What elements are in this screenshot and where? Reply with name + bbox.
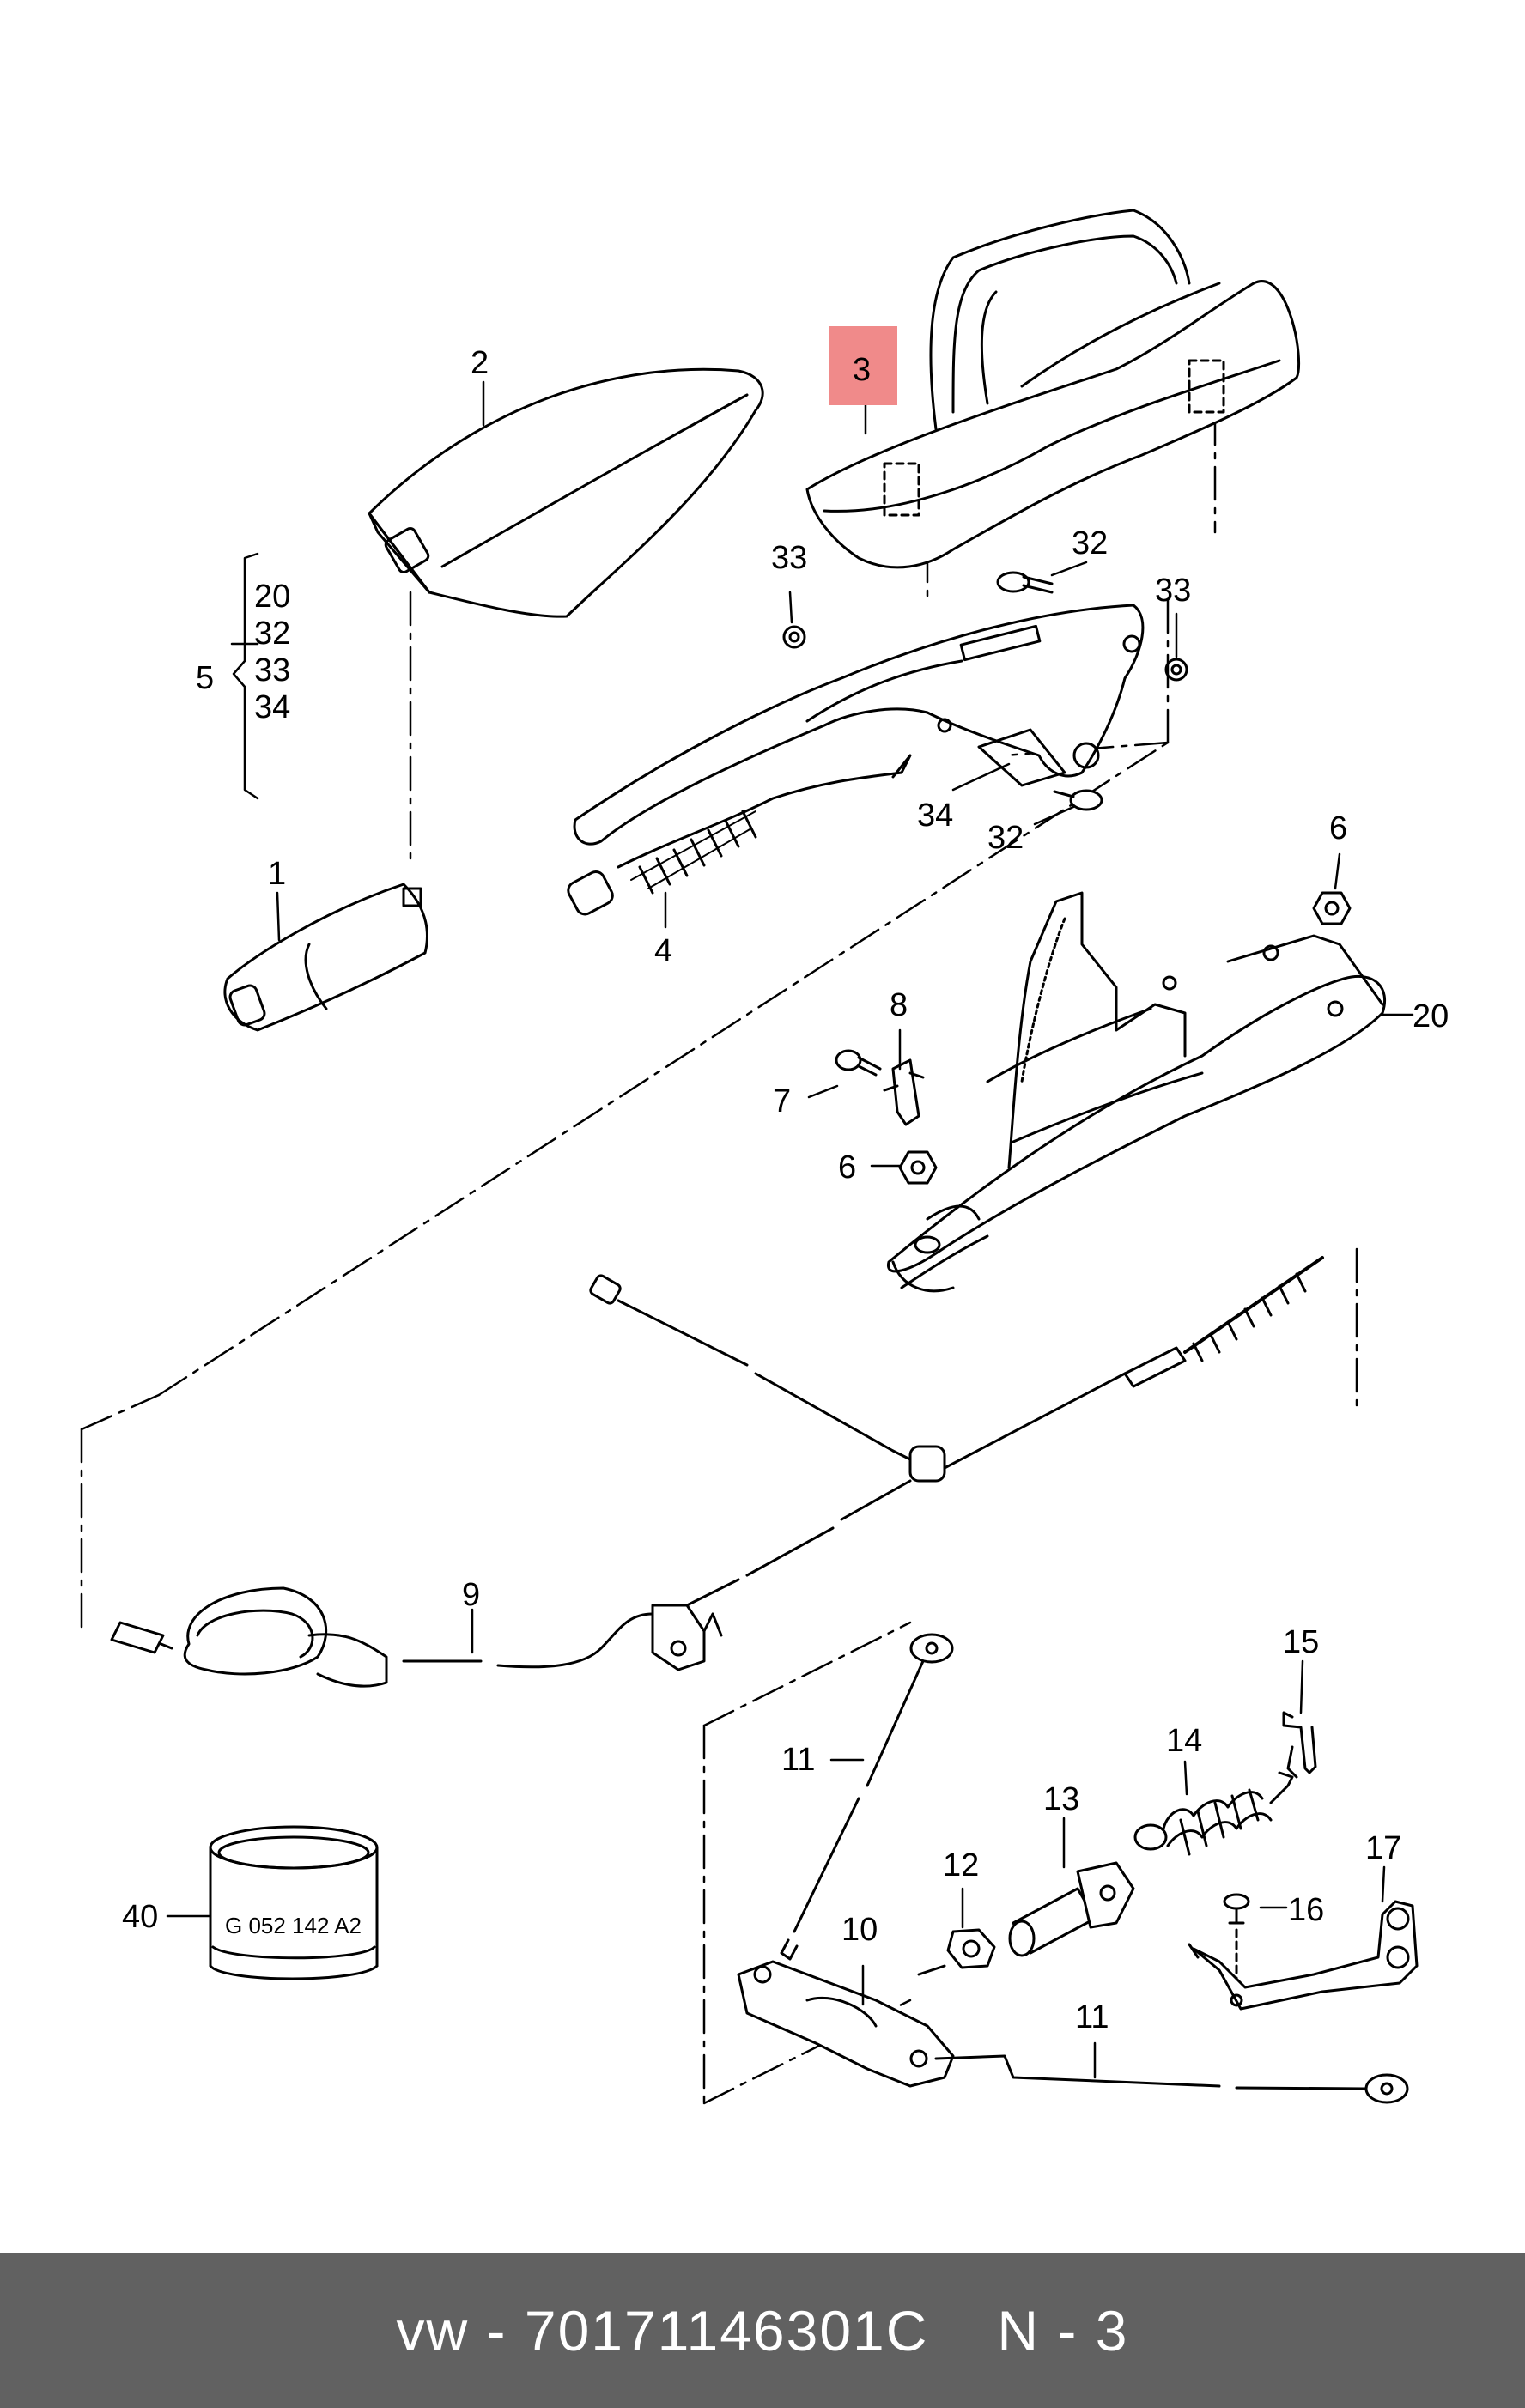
footer-bar: vw - 70171146301C N - 3 — [0, 2253, 1525, 2408]
part-13-adjuster — [1008, 1861, 1135, 1957]
group-5-item-1: 20 — [254, 579, 290, 615]
handbrake-lever — [573, 604, 1145, 846]
callout-6-lower: 6 — [838, 1149, 856, 1186]
group-5-item-3: 33 — [254, 652, 290, 688]
callout-3-highlight — [829, 326, 897, 405]
part-32-bolt-lower — [1053, 789, 1103, 811]
callout-11-lower: 11 — [1075, 1999, 1109, 2035]
group-5-brace — [232, 552, 259, 800]
callout-15: 15 — [1283, 1624, 1319, 1660]
callout-32-lower: 32 — [987, 820, 1024, 856]
callout-10: 10 — [841, 1912, 878, 1948]
part-20-base-bracket — [887, 891, 1387, 1293]
part-9-cable — [110, 1256, 1324, 1688]
callout-12: 12 — [943, 1847, 979, 1883]
callout-1: 1 — [268, 856, 286, 892]
part-4-release-rod — [567, 754, 912, 916]
footer-position: N - 3 — [997, 2299, 1129, 2363]
part-7-bolt — [835, 1049, 882, 1077]
callout-8: 8 — [890, 987, 908, 1023]
part-6-nut-upper — [1312, 891, 1352, 925]
part-33-clip-right — [1164, 658, 1188, 682]
callout-labels: 1 2 3 4 5 6 6 7 8 9 10 11 11 12 13 14 15… — [122, 345, 1449, 2035]
part-16-rivet — [1223, 1893, 1250, 2002]
part-17-bracket — [1188, 1900, 1419, 2011]
part-2-lever-cover — [368, 367, 764, 618]
part-40-sleeve — [209, 1825, 379, 1980]
part-40-marking: G 052 142 A2 — [225, 1913, 362, 1938]
callout-5: 5 — [196, 660, 214, 696]
callout-2: 2 — [471, 345, 489, 381]
part-6-nut-lower — [898, 1150, 938, 1185]
callout-4: 4 — [654, 933, 672, 969]
callout-40: 40 — [122, 1899, 158, 1935]
callout-33-right: 33 — [1155, 573, 1191, 609]
part-15-clip — [1282, 1711, 1317, 1779]
callout-33-left: 33 — [771, 540, 807, 576]
part-33-clip-left — [782, 625, 806, 649]
callout-16: 16 — [1288, 1892, 1324, 1928]
part-3-console-cover — [805, 209, 1300, 569]
part-14-spring — [1133, 1771, 1294, 1856]
callout-9: 9 — [462, 1577, 480, 1613]
callout-11-upper: 11 — [781, 1742, 815, 1778]
part-1-grip-handle — [223, 883, 428, 1032]
group-5-item-2: 32 — [254, 616, 290, 652]
callout-20: 20 — [1413, 998, 1449, 1034]
part-12-nut — [917, 1928, 996, 1976]
part-32-bolt-upper — [996, 571, 1054, 594]
callout-14: 14 — [1166, 1723, 1202, 1759]
part-10-lever-plate — [737, 1960, 955, 2088]
callout-17: 17 — [1365, 1830, 1401, 1866]
group-5-item-4: 34 — [254, 689, 290, 725]
part-11-rod-upper — [780, 1633, 954, 1961]
footer-part-number: vw - 70171146301C — [396, 2299, 929, 2363]
part-11-rod-lower — [934, 2054, 1409, 2104]
parts-diagram: 1 2 3 4 5 6 6 7 8 9 10 11 11 12 13 14 15… — [80, 209, 1449, 2105]
callout-6-upper: 6 — [1329, 810, 1347, 846]
callout-3: 3 — [853, 352, 871, 388]
callout-7: 7 — [773, 1083, 791, 1119]
callout-13: 13 — [1043, 1781, 1079, 1817]
callout-32-upper: 32 — [1072, 525, 1108, 561]
part-8-bracket — [883, 1058, 925, 1126]
callout-34: 34 — [917, 798, 953, 834]
leader-lines — [166, 380, 1414, 2079]
